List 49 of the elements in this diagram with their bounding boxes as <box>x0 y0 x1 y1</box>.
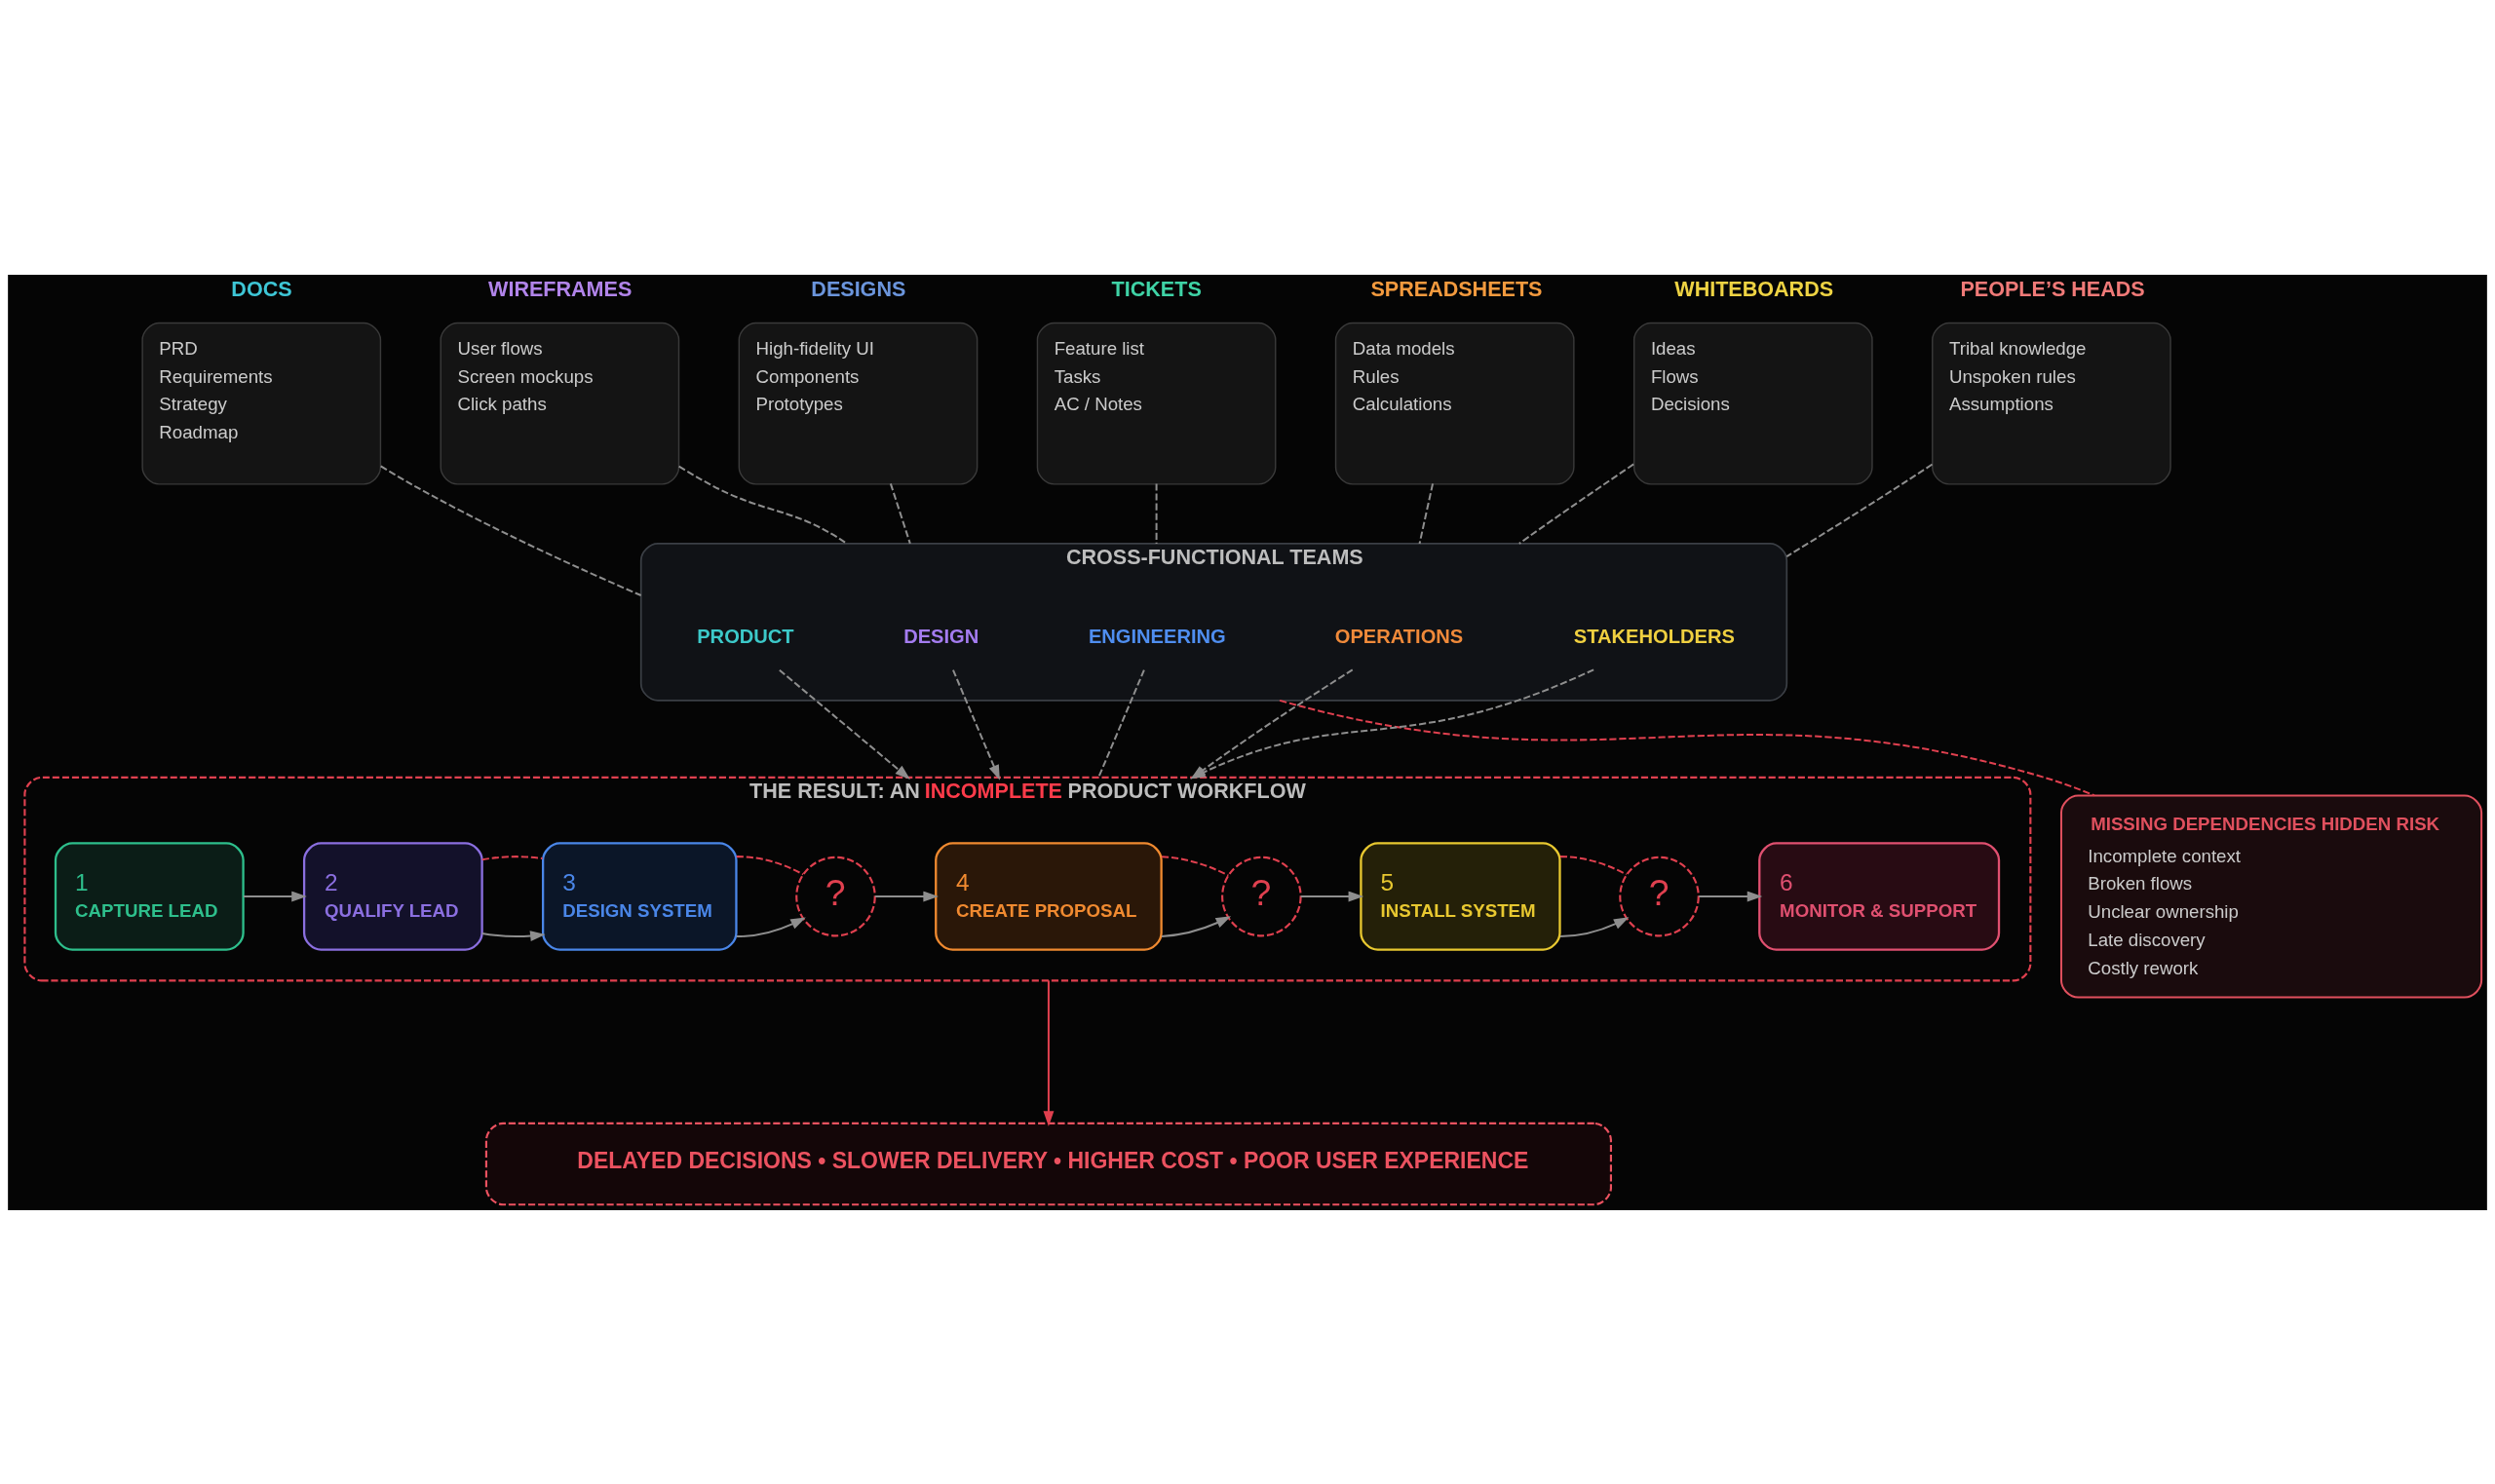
node-box: MISSING DEPENDENCIES HIDDEN RISK Incomplete context Broken flows Unclear ownership Late discovery Costly rework <box>2059 794 2483 999</box>
connector <box>1279 699 2095 796</box>
node-text: ENGINEERING <box>1088 625 1226 647</box>
node-label: PEOPLE’S HEADS <box>1960 276 2145 301</box>
node-label: DESIGNS <box>811 276 906 301</box>
node-box: 3 DESIGN SYSTEM <box>542 841 738 951</box>
node-text: PRODUCT <box>697 625 794 647</box>
node-text: OPERATIONS <box>1334 625 1464 647</box>
node-box: 1 CAPTURE LEAD <box>54 841 245 951</box>
node-box: 2 QUALIFY LEAD <box>302 841 483 951</box>
connector <box>481 855 543 860</box>
node-label: DOCS <box>231 276 292 301</box>
node-text: DESIGN <box>903 625 979 647</box>
arrow <box>952 668 1000 780</box>
arrow <box>1699 891 1763 902</box>
node-text: STAKEHOLDERS <box>1573 625 1735 647</box>
connector <box>889 482 911 544</box>
connector <box>380 465 642 596</box>
connector <box>1161 855 1229 876</box>
arrow <box>244 891 307 902</box>
node-circle: ? <box>1619 856 1700 936</box>
connector <box>1785 463 1934 557</box>
node-label: SPREADSHEETS <box>1370 276 1543 301</box>
connector <box>736 855 804 875</box>
node-label: WHITEBOARDS <box>1674 276 1834 301</box>
connector <box>1559 855 1628 875</box>
arrow <box>1190 668 1354 780</box>
node-box: 5 INSTALL SYSTEM <box>1360 841 1561 951</box>
arrow <box>1190 667 1594 779</box>
node-circle: ? <box>1221 856 1302 936</box>
node-box: 4 CREATE PROPOSAL <box>935 841 1163 951</box>
node-label: WIREFRAMES <box>488 276 633 301</box>
connector <box>1518 463 1634 545</box>
arrow <box>1559 916 1630 937</box>
arrow <box>779 668 910 780</box>
arrow <box>1300 891 1364 902</box>
arrow <box>1043 979 1055 1126</box>
connector <box>1155 482 1158 544</box>
connector <box>1097 668 1145 778</box>
node-label: TICKETS <box>1111 276 1202 301</box>
connector <box>1418 482 1435 544</box>
connector <box>678 465 848 545</box>
node-box: DELAYED DECISIONS • SLOWER DELIVERY • HIGHER COST • POOR USER EXPERIENCE <box>484 1122 1612 1205</box>
node-box: 6 MONITOR & SUPPORT <box>1758 841 2001 951</box>
arrow <box>481 930 546 941</box>
arrow <box>875 891 939 902</box>
arrow <box>736 916 806 937</box>
arrow <box>1161 915 1232 937</box>
node-circle: ? <box>795 856 876 936</box>
